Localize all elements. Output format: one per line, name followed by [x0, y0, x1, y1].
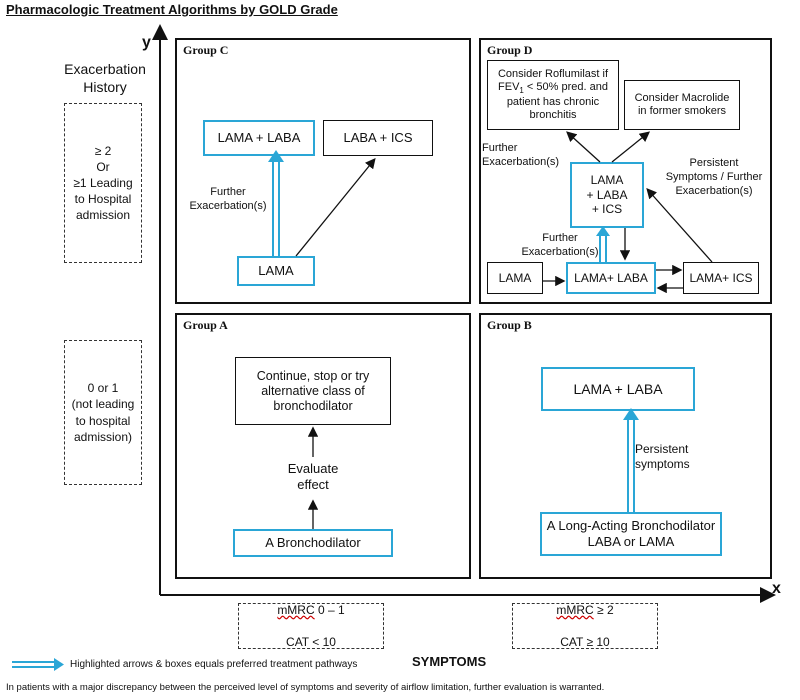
symptoms-high-box: mMRC ≥ 2 CAT ≥ 10 — [512, 603, 658, 649]
group-d-label: Group D — [487, 43, 533, 57]
d-blue-arrow-head — [596, 226, 610, 236]
group-a-evaluate-text: Evaluate effect — [287, 461, 339, 493]
d-arrow-to-macrolide — [611, 131, 651, 163]
d-lamaics-to-triple — [646, 188, 713, 263]
page-title: Pharmacologic Treatment Algorithms by GO… — [6, 2, 338, 17]
symptoms-high-mmrc: mMRC ≥ 2 — [556, 602, 614, 617]
roflumilast-text: Consider Roflumilast if FEV1 < 50% pred.… — [497, 67, 609, 121]
symptoms-axis-title: SYMPTOMS — [412, 654, 487, 669]
legend-arrow-head — [54, 658, 64, 671]
group-d-lama-ics-box: LAMA+ ICS — [683, 262, 759, 294]
group-d-macrolide-box: Consider Macrolide in former smokers — [624, 80, 740, 130]
symptoms-low-mmrc: mMRC 0 – 1 — [277, 602, 345, 617]
c-diagonal-arrow — [295, 157, 376, 257]
group-a-bronchodilator-box: A Bronchodilator — [233, 529, 393, 557]
group-b-lama-laba-box: LAMA + LABA — [541, 367, 695, 411]
group-a-continue-box: Continue, stop or try alternative class … — [235, 357, 391, 425]
group-d-roflumilast-box: Consider Roflumilast if FEV1 < 50% pred.… — [487, 60, 619, 130]
group-c-panel: Group C — [175, 38, 471, 304]
group-b-label: Group B — [487, 318, 532, 332]
x-axis-label: x — [772, 580, 781, 597]
group-a-label: Group A — [183, 318, 228, 332]
d-arrow-to-roflumilast — [566, 131, 601, 163]
group-c-laba-ics-box: LABA + ICS — [323, 120, 433, 156]
symptoms-low-box: mMRC 0 – 1 CAT < 10 — [238, 603, 384, 649]
group-b-long-acting-box: A Long-Acting Bronchodilator LABA or LAM… — [540, 512, 722, 556]
group-d-persistent-text: Persistent Symptoms / Further Exacerbati… — [665, 157, 763, 197]
c-blue-arrow-head — [268, 150, 284, 162]
exacerbation-low-box: 0 or 1 (not leading to hospital admissio… — [64, 340, 142, 485]
legend-text: Highlighted arrows & boxes equals prefer… — [70, 659, 358, 670]
group-d-lama-laba-box: LAMA+ LABA — [566, 262, 656, 294]
group-d-further-low-text: Further Exacerbation(s) — [521, 232, 599, 258]
group-c-further-text: Further Exacerbation(s) — [189, 186, 267, 212]
b-blue-arrow-head — [623, 408, 639, 420]
group-c-lama-box: LAMA — [237, 256, 315, 286]
group-b-persistent-text: Persistent symptoms — [635, 442, 690, 471]
group-d-lama-box: LAMA — [487, 262, 543, 294]
group-d-further-top-text: Further Exacerbation(s) — [482, 142, 560, 168]
symptoms-low-cat: CAT < 10 — [286, 635, 336, 650]
group-c-label: Group C — [183, 43, 229, 57]
exacerbation-high-box: ≥ 2 Or ≥1 Leading to Hospital admission — [64, 103, 142, 263]
symptoms-high-cat: CAT ≥ 10 — [560, 635, 610, 650]
exacerbation-history-heading: Exacerbation History — [64, 61, 146, 96]
group-c-lama-laba-box: LAMA + LABA — [203, 120, 315, 156]
footnote-text: In patients with a major discrepancy bet… — [6, 682, 605, 693]
group-d-triple-box: LAMA + LABA + ICS — [570, 162, 644, 228]
y-axis-label: y — [142, 34, 151, 51]
